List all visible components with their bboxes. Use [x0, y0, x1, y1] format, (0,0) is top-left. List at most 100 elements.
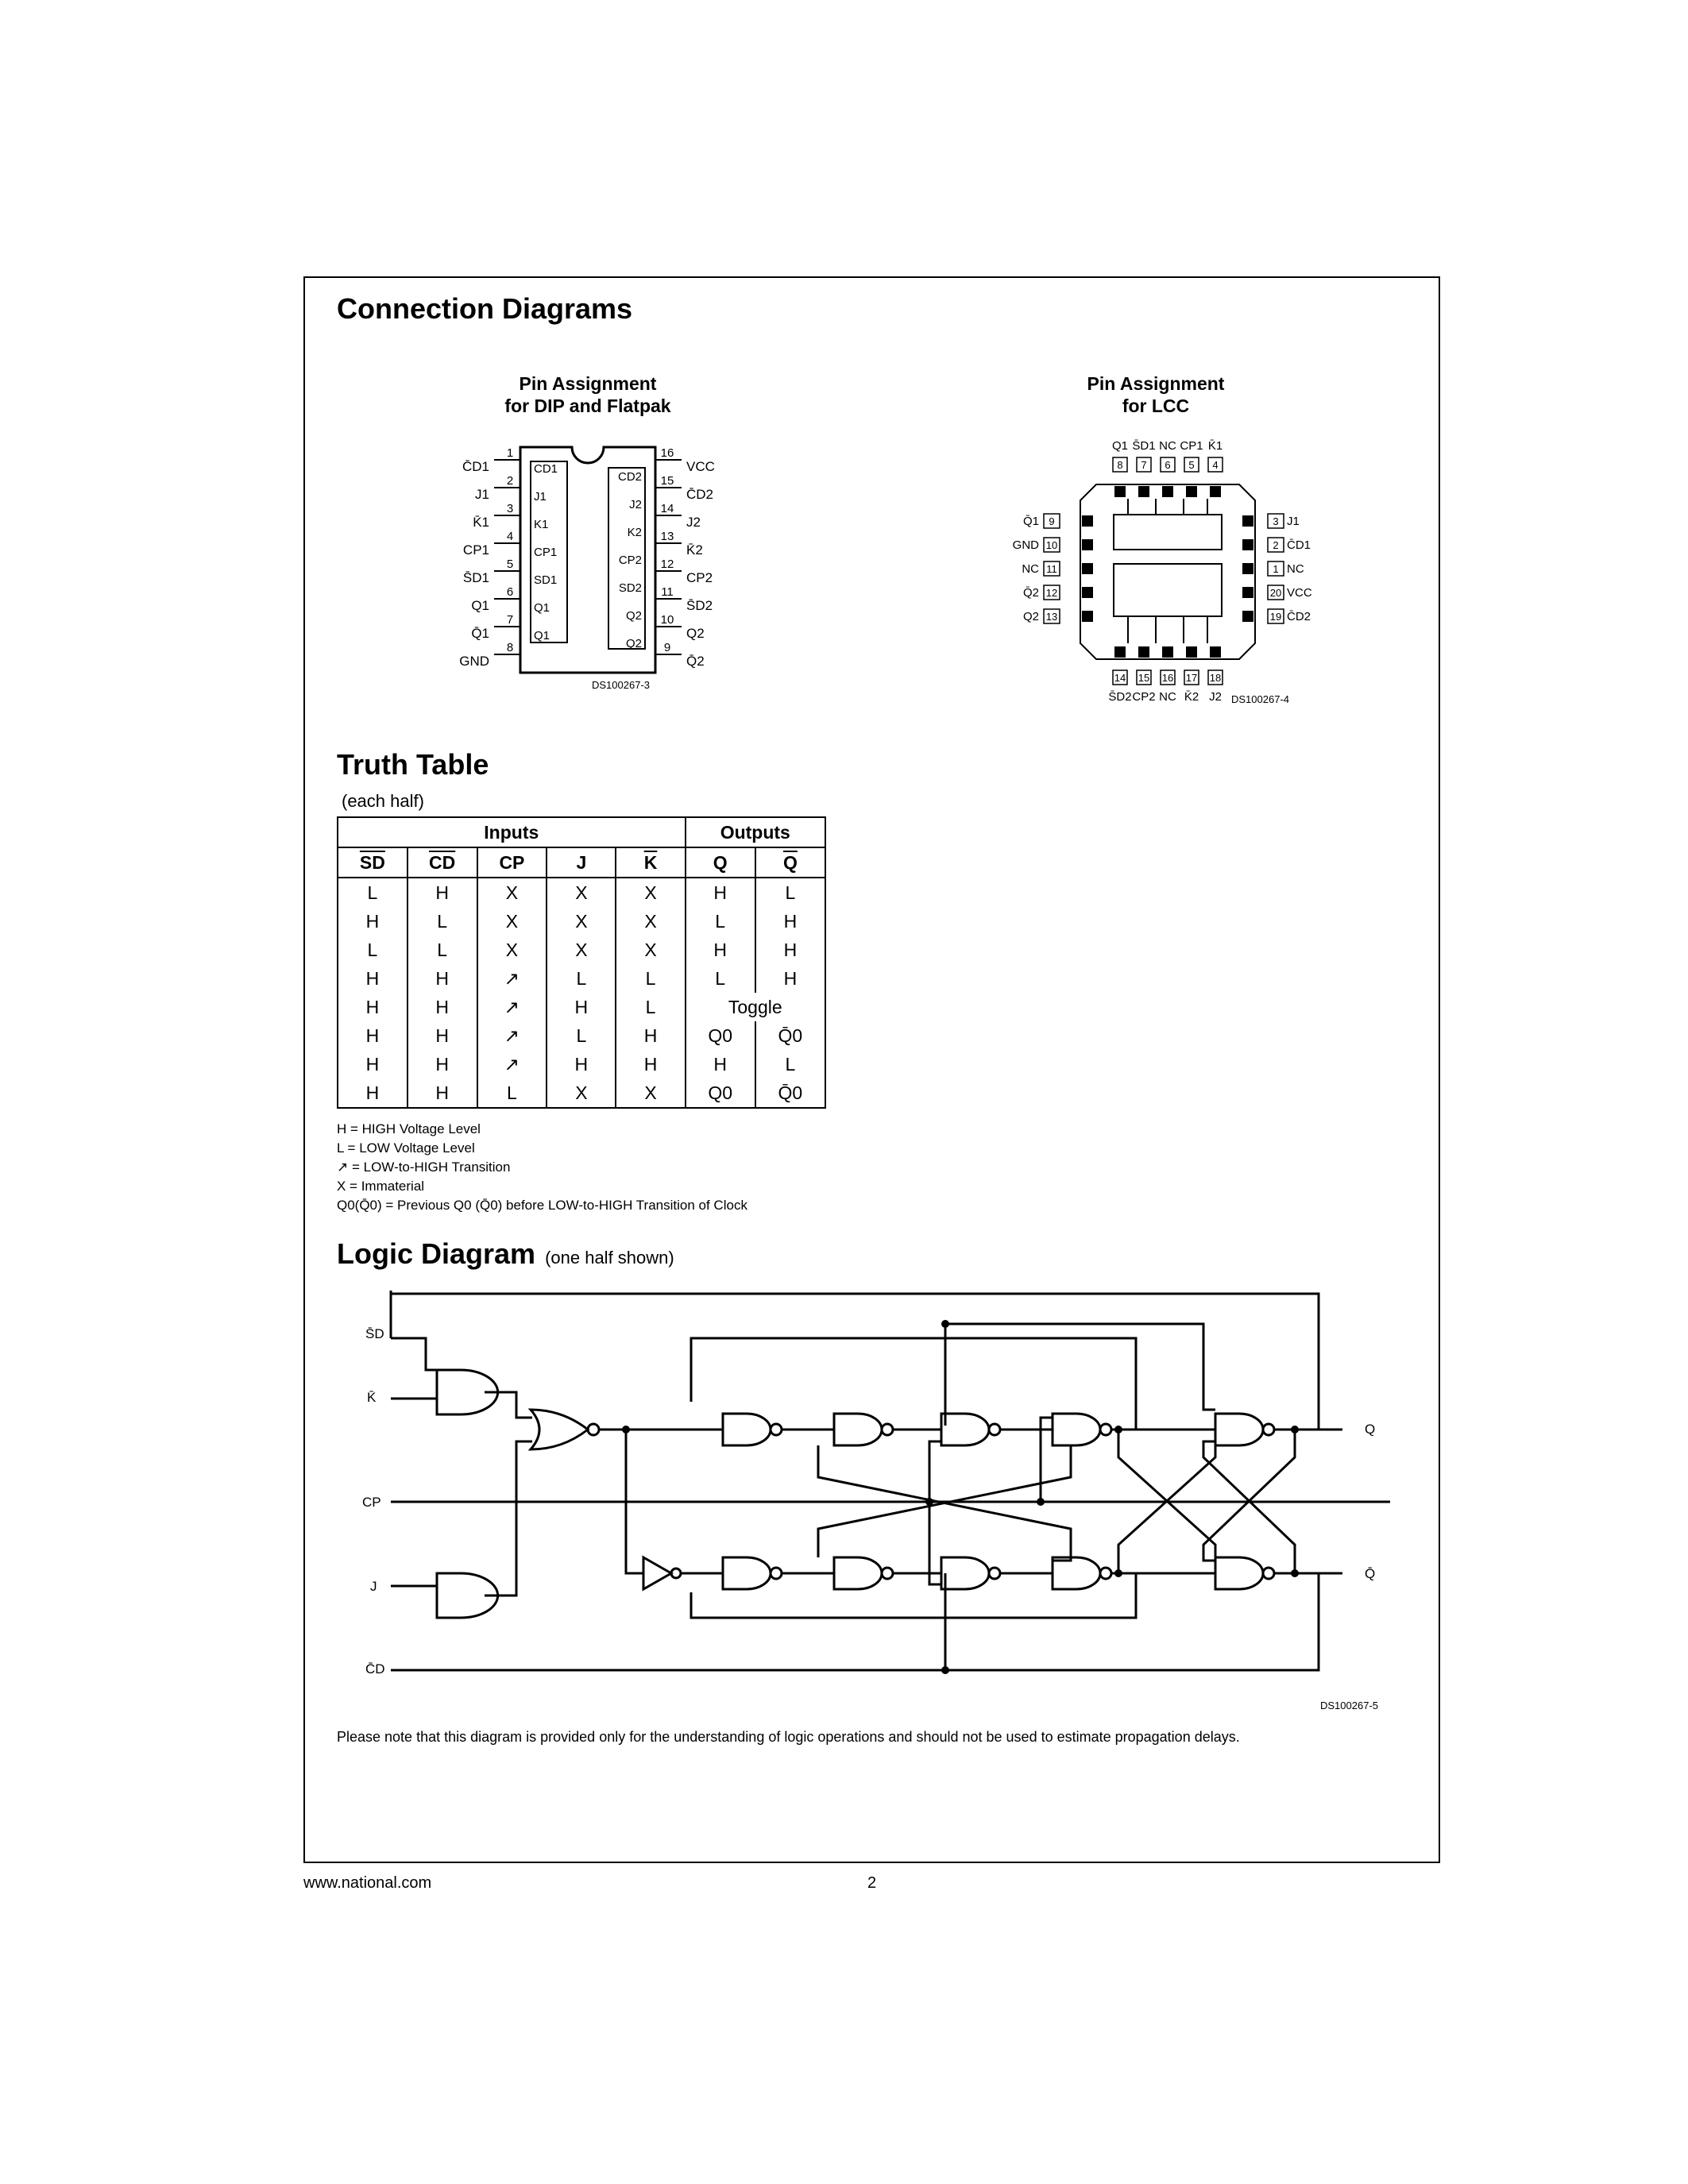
- lcc-pad: [1210, 486, 1221, 497]
- table-cell: Q0: [684, 1021, 756, 1050]
- lcc-pin-label: Q2: [1023, 610, 1039, 623]
- lcc-pin-box: [1267, 608, 1284, 624]
- dip-inner-label: CD2: [618, 470, 642, 484]
- lcc-pin-number: 7: [1141, 459, 1146, 471]
- lcc-pad: [1114, 486, 1126, 497]
- lcc-pin-box: [1136, 457, 1152, 473]
- lcc-bond-wires: [1127, 499, 1208, 643]
- ld-code: DS100267-5: [1320, 1700, 1378, 1711]
- col-header-q: Q: [713, 851, 728, 873]
- col-header-cp: CP: [499, 851, 525, 873]
- table-cell: X: [476, 878, 548, 907]
- table-cell: L: [615, 964, 686, 993]
- lcc-pin-number: 3: [1273, 515, 1278, 527]
- table-cell: X: [615, 878, 686, 907]
- dip-pin-label: VCC: [686, 459, 715, 474]
- dip-inner-label: CP1: [534, 546, 557, 559]
- lcc-pin-number: 19: [1270, 611, 1281, 623]
- logic-diagram: S̄D K̄ CP J C̄D Q Q̄ DS100267-5: [362, 1291, 1390, 1711]
- dip-pin-label: J2: [686, 515, 701, 530]
- lcc-pin-box: [1160, 669, 1176, 685]
- dip-pin-number: 4: [507, 530, 513, 543]
- table-cell: L: [406, 936, 478, 964]
- truth-table-subheading: (each half): [342, 791, 424, 811]
- dip-pin-number: 5: [507, 558, 513, 571]
- table-cell: ↗: [476, 993, 548, 1021]
- lcc-pad: [1186, 646, 1197, 658]
- table-cell: H: [754, 936, 827, 964]
- table-cell: H: [406, 964, 478, 993]
- lcc-pad: [1242, 563, 1253, 574]
- lcc-pin-number: 8: [1117, 459, 1122, 471]
- lcc-caption: Pin Assignment for LCC: [1029, 372, 1283, 417]
- lcc-pin-label: J2: [1209, 690, 1222, 704]
- dip-pin-number: 1: [507, 446, 513, 460]
- table-cell: H: [546, 1050, 617, 1078]
- dip-pin-label: GND: [459, 654, 489, 669]
- dip-pin-label: Q̄1: [471, 626, 489, 641]
- inputs-group-header: Inputs: [337, 817, 686, 848]
- note-previous: Q0(Q̄0) = Previous Q0 (Q̄0) before LOW-t…: [337, 1198, 747, 1213]
- ld-input-cp: CP: [362, 1495, 381, 1510]
- lcc-pad: [1186, 486, 1197, 497]
- dip-pin-number: 9: [664, 641, 670, 654]
- note-immaterial: X = Immaterial: [337, 1179, 425, 1194]
- table-cell: H: [406, 1078, 478, 1108]
- dip-code: DS100267-3: [592, 679, 650, 691]
- dip-pin-label: J1: [475, 487, 489, 502]
- table-cell: L: [684, 907, 756, 936]
- lcc-pin-label: Q̄2: [1023, 586, 1039, 600]
- col-header-cd: CD: [429, 851, 456, 873]
- table-cell: H: [406, 1050, 478, 1078]
- lcc-pin-label: Q̄1: [1023, 515, 1039, 528]
- dip-pin-label: Q1: [471, 598, 489, 613]
- table-cell: H: [754, 964, 827, 993]
- dip-inner-label: CP2: [619, 554, 642, 567]
- lcc-pin-number: 14: [1114, 672, 1126, 684]
- dip-pin-label: S̄D2: [686, 598, 713, 613]
- dip-caption-line2: for DIP and Flatpak: [504, 396, 671, 416]
- lcc-pin-box: [1043, 561, 1060, 577]
- lcc-pin-box: [1112, 669, 1128, 685]
- page-number: 2: [867, 1874, 877, 1892]
- table-cell: H: [337, 907, 408, 936]
- lcc-pin-box: [1112, 457, 1128, 473]
- disclaimer: Please note that this diagram is provide…: [337, 1729, 1240, 1745]
- lcc-pin-box: [1043, 585, 1060, 600]
- dip-caption: Pin Assignment for DIP and Flatpak: [461, 372, 715, 417]
- table-cell: X: [615, 1078, 686, 1108]
- table-cell: Q̄0: [754, 1078, 827, 1108]
- dip-pin-number: 8: [507, 641, 513, 654]
- dip-inner-label: K2: [628, 526, 642, 539]
- table-cell: H: [337, 1050, 408, 1078]
- lcc-pin-number: 4: [1212, 459, 1218, 471]
- lcc-pin-box: [1136, 669, 1152, 685]
- footer-url[interactable]: www.national.com: [303, 1874, 432, 1892]
- lcc-pin-number: 17: [1186, 672, 1197, 684]
- and-gate-bottom: [435, 1572, 500, 1619]
- sd-wire: [391, 1337, 437, 1372]
- table-cell: H: [406, 993, 478, 1021]
- lcc-pin-label: NC: [1159, 439, 1176, 453]
- dip-pin-label: CP1: [463, 542, 489, 558]
- dip-pin-number: 16: [661, 446, 674, 460]
- dip-pin-number: 10: [661, 613, 674, 627]
- dip-inner-label: SD1: [534, 573, 557, 587]
- lcc-pin-label: GND: [1013, 538, 1040, 552]
- lcc-pin-box: [1207, 669, 1223, 685]
- inverter-gate: [642, 1555, 674, 1592]
- col-header-sd: SD: [359, 851, 385, 873]
- lcc-pad: [1082, 587, 1093, 598]
- dip-inner-label: K1: [534, 518, 548, 531]
- or-gate: [527, 1408, 590, 1451]
- table-cell: X: [476, 936, 548, 964]
- logic-diagram-heading: Logic Diagram(one half shown): [337, 1237, 674, 1271]
- truth-table-notes: H = HIGH Voltage Level L = LOW Voltage L…: [337, 1120, 747, 1215]
- lcc-pin-number: 6: [1165, 459, 1170, 471]
- table-cell: H: [684, 936, 756, 964]
- table-cell: H: [615, 1050, 686, 1078]
- lcc-pin-label: Q1: [1112, 439, 1128, 453]
- lcc-pad: [1082, 563, 1093, 574]
